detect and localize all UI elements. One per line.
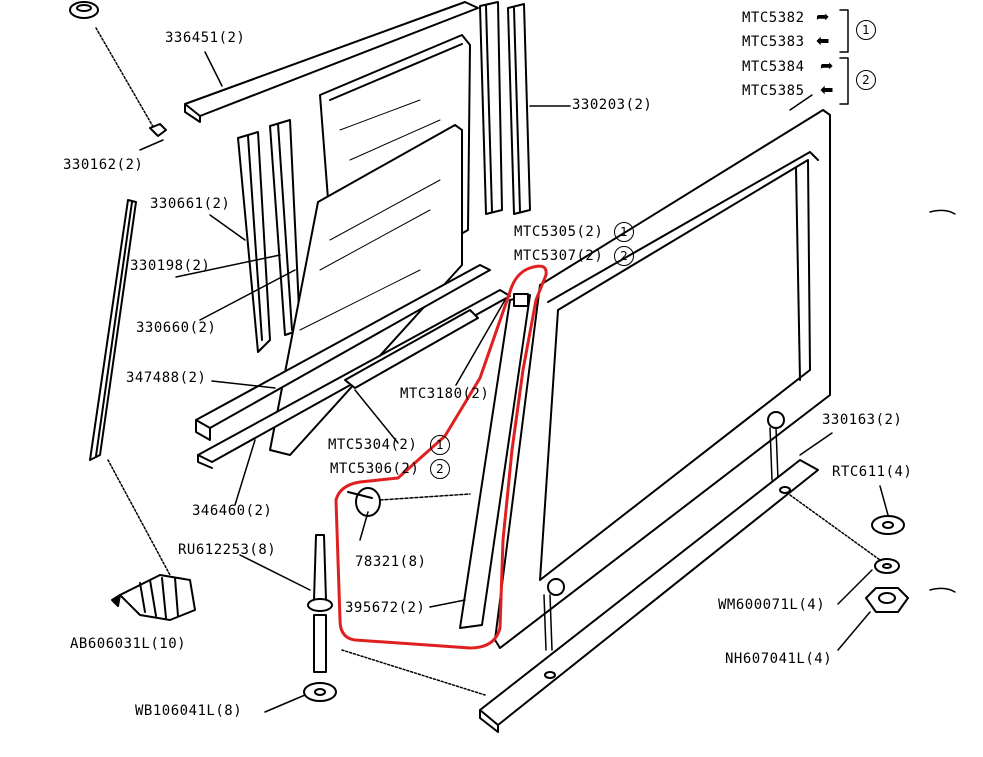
label-mtc5385: MTC5385 — [742, 83, 805, 99]
label-347488: 347488(2) — [126, 370, 207, 386]
label-330660: 330660(2) — [136, 320, 217, 336]
label-mtc5305: MTC5305(2) — [514, 224, 604, 240]
label-346460: 346460(2) — [192, 503, 273, 519]
variant-two-legend-badge: 2 — [856, 70, 876, 90]
variant-two-badge: 2 — [614, 246, 634, 266]
margin-mark-1 — [929, 209, 956, 215]
stud-left — [543, 594, 553, 651]
label-mtc5382: MTC5382 — [742, 10, 805, 26]
label-mtc5307: MTC5307(2) — [514, 248, 604, 264]
clip-330162-part — [149, 123, 167, 137]
legend-bracket-1 — [839, 9, 849, 53]
bolt-ru612253-part — [307, 534, 333, 673]
label-395672: 395672(2) — [345, 600, 426, 616]
right-hand-arrow-icon: ➦ — [816, 7, 830, 26]
label-ab606031: AB606031L(10) — [70, 636, 187, 652]
leader-bottom-rail — [341, 649, 486, 696]
channel-330661-part — [237, 131, 271, 353]
label-330203: 330203(2) — [572, 97, 653, 113]
bar-336451-part — [184, 1, 479, 123]
washer-rtc611-part — [871, 515, 905, 535]
front-glass-panel — [269, 124, 463, 456]
label-mtc5304: MTC5304(2) — [328, 437, 418, 453]
leader-330162-top — [95, 27, 156, 131]
label-336451: 336451(2) — [165, 30, 246, 46]
variant-one-legend-badge: 1 — [856, 20, 876, 40]
margin-mark-2 — [929, 587, 956, 593]
label-mtc5306: MTC5306(2) — [330, 461, 420, 477]
nut-nh607041-part — [865, 587, 909, 613]
washer-wm600071-part — [874, 558, 900, 574]
label-330163: 330163(2) — [822, 412, 903, 428]
red-highlight-outline — [334, 264, 548, 650]
left-hand-arrow-icon: ⬅ — [816, 31, 830, 50]
variant-one-badge: 1 — [430, 435, 450, 455]
rivet-78321-part — [347, 487, 471, 517]
left-hand-arrow-icon: ⬅ — [820, 80, 834, 99]
legend-bracket-2 — [839, 57, 849, 105]
label-wm600071: WM600071L(4) — [718, 597, 826, 613]
label-mtc3180: MTC3180(2) — [400, 386, 490, 402]
runner-330203-part — [479, 1, 531, 215]
label-wb106041: WB106041L(8) — [135, 703, 243, 719]
leader-ab606031 — [107, 459, 171, 576]
label-mtc5383: MTC5383 — [742, 34, 805, 50]
variant-two-badge: 2 — [430, 459, 450, 479]
label-330198: 330198(2) — [130, 258, 211, 274]
label-330661: 330661(2) — [150, 196, 231, 212]
label-78321: 78321(8) — [355, 554, 427, 570]
leader-lines — [139, 51, 889, 713]
label-mtc5384: MTC5384 — [742, 59, 805, 75]
rail-330163-part — [479, 459, 819, 733]
label-ru612253: RU612253(8) — [178, 542, 277, 558]
stud-right — [769, 427, 779, 481]
washer-wb106041-part — [303, 682, 337, 702]
channel-330660-part — [269, 119, 301, 336]
label-rtc611: RTC611(4) — [832, 464, 913, 480]
channel-mtc5304-part — [344, 309, 479, 389]
right-hand-arrow-icon: ➦ — [820, 56, 834, 75]
label-330162: 330162(2) — [63, 157, 144, 173]
label-nh607041: NH607041L(4) — [725, 651, 833, 667]
strip-330660-part — [89, 199, 137, 461]
variant-one-badge: 1 — [614, 222, 634, 242]
leader-rtc611-stud — [789, 494, 881, 561]
trim-395672-part — [459, 293, 531, 629]
screw-ab606031-part — [111, 574, 196, 621]
top-nut-part — [69, 1, 99, 19]
